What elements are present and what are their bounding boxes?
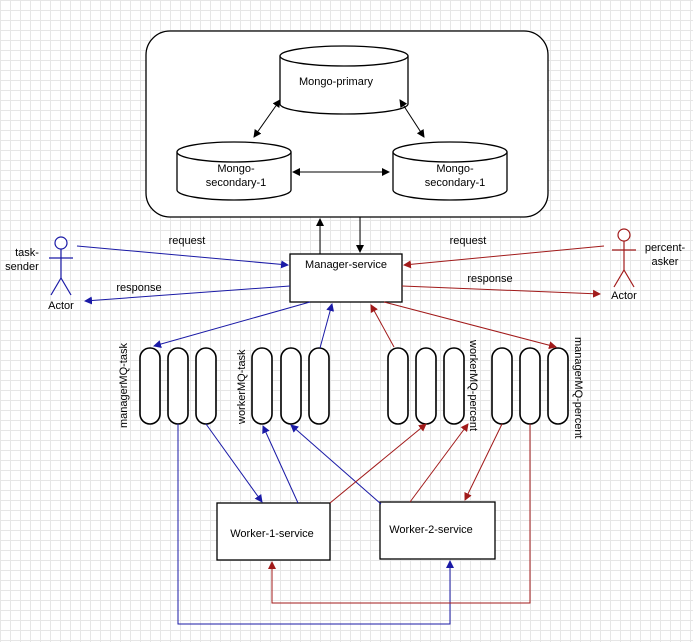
manager-service-label: Manager-service: [305, 259, 387, 271]
actor-left-role: Actor: [48, 300, 74, 312]
left-request-label: request: [168, 235, 206, 247]
arrow-primary-secondary-right: [399, 99, 425, 138]
manager-service-box: [289, 253, 403, 303]
arrow-left-request: [76, 245, 289, 269]
mongo-secondary-left-label-1: Mongo-: [217, 163, 255, 175]
arrow-worker1-to-workerMQ-percent: [329, 423, 427, 504]
left-response-label: response: [116, 282, 162, 294]
arrow-managerMQ-task-to-worker1: [205, 423, 263, 503]
queue-manager-percent: [491, 347, 569, 425]
arrow-manager-to-managerMQ-percent: [383, 301, 557, 350]
actor-right-role: Actor: [611, 290, 637, 302]
mongo-secondary-right-label-1: Mongo-: [436, 163, 474, 175]
actor-left-name-1: task-: [15, 247, 39, 259]
arrow-manager-to-managerMQ-task: [153, 301, 311, 348]
arrow-left-response: [84, 285, 291, 305]
worker-2-service-box: [379, 501, 496, 560]
workerMQ-task-label: workerMQ-task: [236, 349, 248, 424]
managerMQ-task-label: managerMQ-task: [118, 343, 130, 428]
arrow-right-request: [403, 245, 605, 269]
queue-worker-task: [251, 347, 330, 425]
worker-2-service-label: Worker-2-service: [389, 524, 473, 536]
arrow-managerMQ-percent-to-worker2: [464, 423, 503, 501]
arrow-worker2-to-workerMQ-percent: [409, 423, 469, 503]
mongo-secondary-right-label-2: secondary-1: [424, 177, 486, 189]
worker-1-service-box: [216, 502, 331, 561]
actor-right-figure: [612, 228, 636, 288]
managerMQ-percent-label: managerMQ-percent: [572, 337, 584, 439]
mongo-secondary-left-label-2: secondary-1: [205, 177, 267, 189]
queue-manager-task: [139, 347, 217, 425]
workerMQ-percent-label: workerMQ-percent: [467, 340, 479, 432]
queue-worker-percent: [387, 347, 465, 425]
right-response-label: response: [467, 273, 513, 285]
actor-right-name-1: percent-: [644, 242, 686, 254]
mongo-secondary-right-db: [392, 141, 508, 201]
mongo-primary-label: Mongo-primary: [299, 76, 373, 88]
arrow-worker1-to-workerMQ-task: [262, 425, 299, 504]
right-request-label: request: [449, 235, 487, 247]
actor-left-figure: [49, 236, 73, 296]
arrow-right-response: [401, 285, 601, 298]
worker-1-service-label: Worker-1-service: [230, 528, 314, 540]
arrow-worker2-to-workerMQ-task: [290, 424, 382, 505]
connector-managerMQ-task-to-worker2: [177, 424, 454, 625]
arrow-workerMQ-percent-to-manager: [370, 304, 395, 348]
arrow-primary-secondary-left: [253, 99, 281, 138]
connector-managerMQ-percent-to-worker1: [268, 424, 531, 604]
mongo-secondary-left-db: [176, 141, 292, 201]
actor-right-name-2: asker: [651, 256, 679, 268]
actor-left-name-2: sender: [5, 261, 39, 273]
arrow-workerMQ-task-to-manager: [319, 303, 335, 349]
